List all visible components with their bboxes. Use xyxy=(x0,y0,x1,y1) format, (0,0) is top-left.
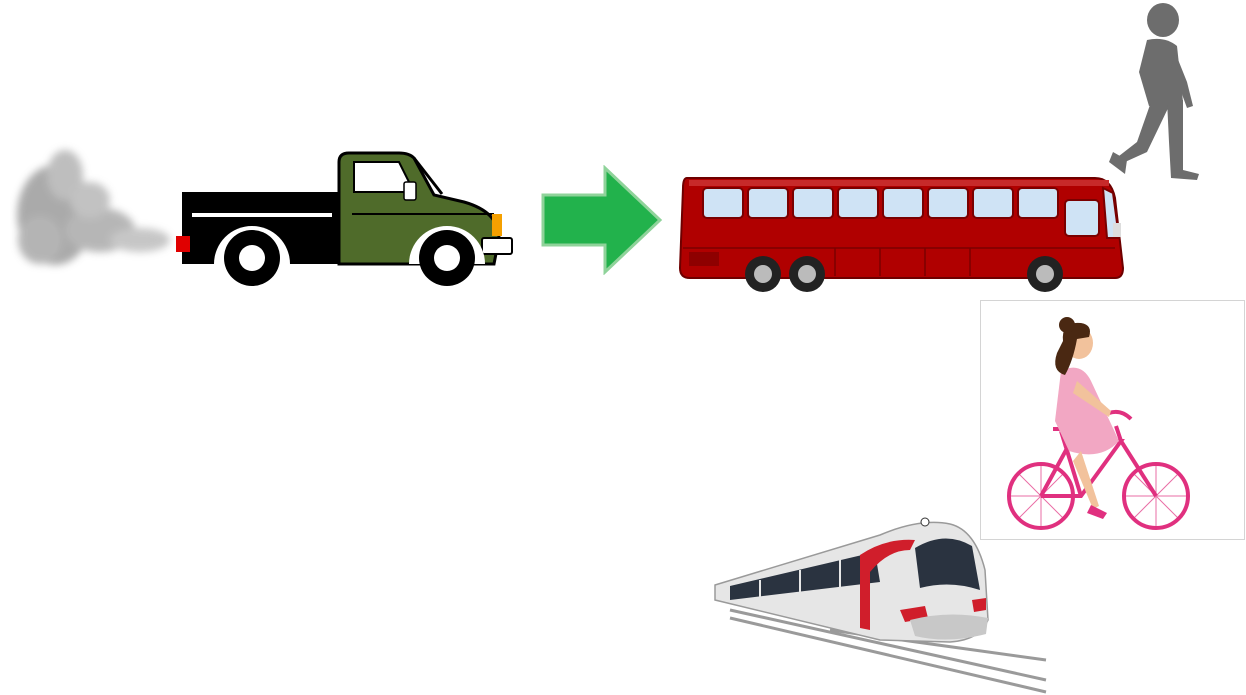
high-speed-train-icon xyxy=(710,510,1050,695)
pickup-truck-icon xyxy=(174,150,514,290)
right-arrow-icon xyxy=(540,165,665,275)
bus-icon xyxy=(675,168,1130,296)
smoke-cloud-icon xyxy=(10,130,180,280)
walking-person-icon xyxy=(1105,2,1200,182)
woman-bicycle-icon xyxy=(981,301,1244,539)
cyclist-picture xyxy=(980,300,1245,540)
